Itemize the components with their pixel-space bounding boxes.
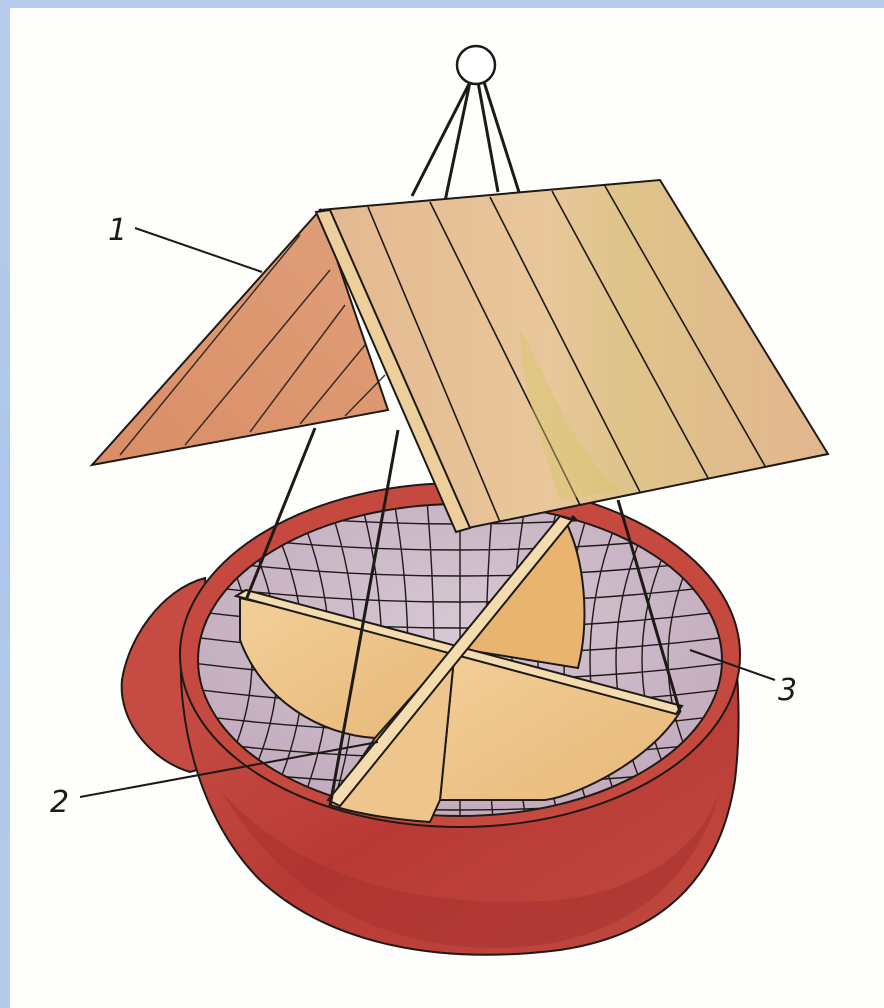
callout-1: 1	[108, 213, 262, 272]
hanging-ring	[457, 46, 495, 84]
callout-label-2: 2	[50, 785, 69, 820]
roof	[92, 180, 828, 532]
callout-label-3: 3	[778, 673, 797, 708]
callout-label-1: 1	[108, 213, 127, 248]
